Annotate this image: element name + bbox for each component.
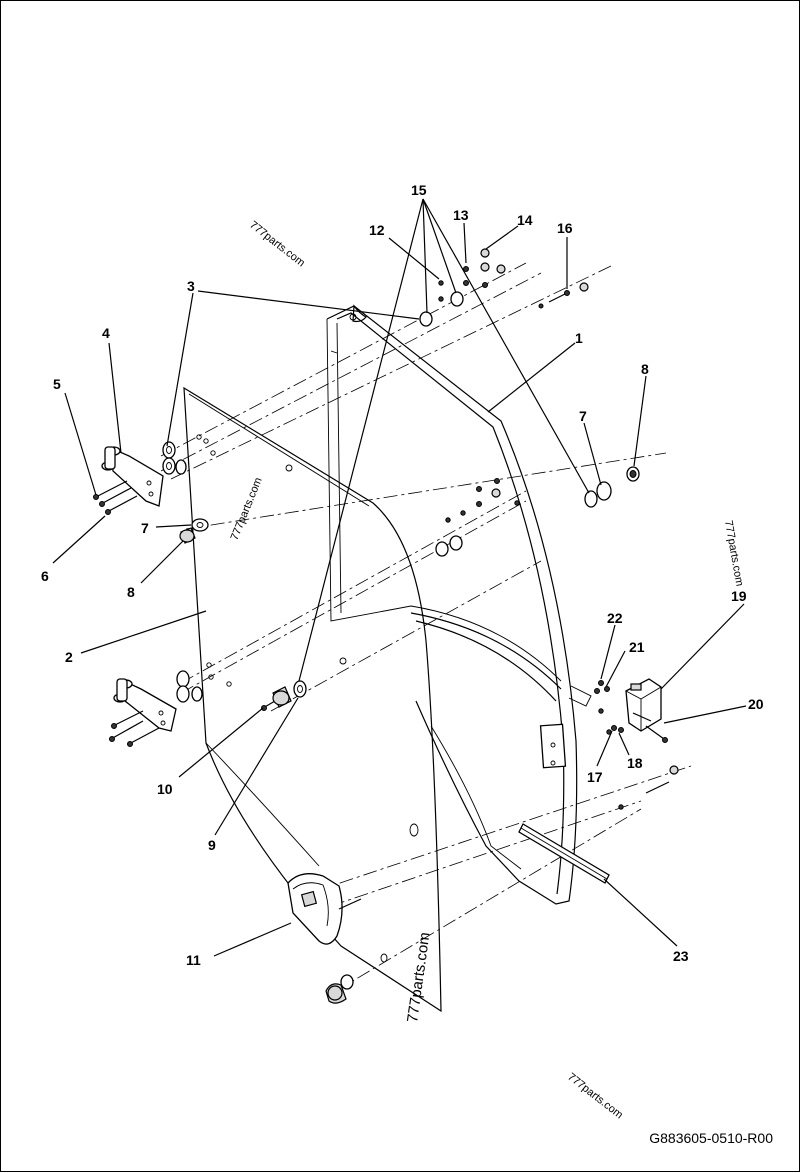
callout-22: 22 bbox=[607, 610, 623, 626]
door-frame bbox=[326, 304, 592, 905]
washers-and-bushings bbox=[162, 291, 640, 703]
centre-lines bbox=[160, 262, 692, 992]
callout-11: 11 bbox=[186, 952, 201, 968]
small-hardware bbox=[196, 248, 624, 810]
callout-3: 3 bbox=[187, 278, 195, 294]
callout-20: 20 bbox=[748, 696, 764, 712]
watermark-3: 777parts.com bbox=[722, 519, 745, 587]
watermarks: 777parts.com 777parts.com 777parts.com 7… bbox=[229, 219, 746, 1121]
upper-hinge bbox=[93, 446, 164, 515]
callout-7-right: 7 bbox=[579, 408, 587, 424]
watermark-5: 777parts.com bbox=[565, 1071, 625, 1121]
callout-19: 19 bbox=[731, 588, 747, 604]
latch-block bbox=[625, 678, 679, 794]
callout-2: 2 bbox=[65, 649, 73, 665]
callout-18: 18 bbox=[627, 755, 643, 771]
callout-9: 9 bbox=[208, 837, 216, 853]
callout-5: 5 bbox=[53, 376, 61, 392]
callout-16: 16 bbox=[557, 220, 573, 236]
knob-bushing bbox=[261, 686, 292, 711]
watermark-4: 777parts.com bbox=[404, 931, 433, 1023]
seal-strip bbox=[518, 823, 610, 884]
drawing-code: G883605-0510-R00 bbox=[649, 1130, 773, 1146]
callout-21: 21 bbox=[629, 639, 645, 655]
callout-1: 1 bbox=[575, 330, 583, 346]
watermark-1: 777parts.com bbox=[247, 219, 307, 269]
callout-4: 4 bbox=[102, 325, 110, 341]
callout-6: 6 bbox=[41, 568, 49, 584]
watermark-2: 777parts.com bbox=[229, 476, 265, 542]
callout-23: 23 bbox=[673, 948, 689, 964]
callout-labels: 1 2 3 4 5 6 7 7 8 8 9 10 11 12 13 14 15 … bbox=[41, 182, 764, 968]
callout-8-right: 8 bbox=[641, 361, 649, 377]
callout-13: 13 bbox=[453, 207, 469, 223]
callout-15: 15 bbox=[411, 182, 427, 198]
callout-17: 17 bbox=[587, 769, 603, 785]
lower-hinge bbox=[109, 678, 177, 747]
callout-7-left: 7 bbox=[141, 520, 149, 536]
door-handle bbox=[287, 873, 362, 1004]
callout-12: 12 bbox=[369, 222, 385, 238]
leader-lines bbox=[52, 198, 747, 957]
callout-8-left: 8 bbox=[127, 584, 135, 600]
callout-14: 14 bbox=[517, 212, 533, 228]
callout-10: 10 bbox=[157, 781, 173, 797]
